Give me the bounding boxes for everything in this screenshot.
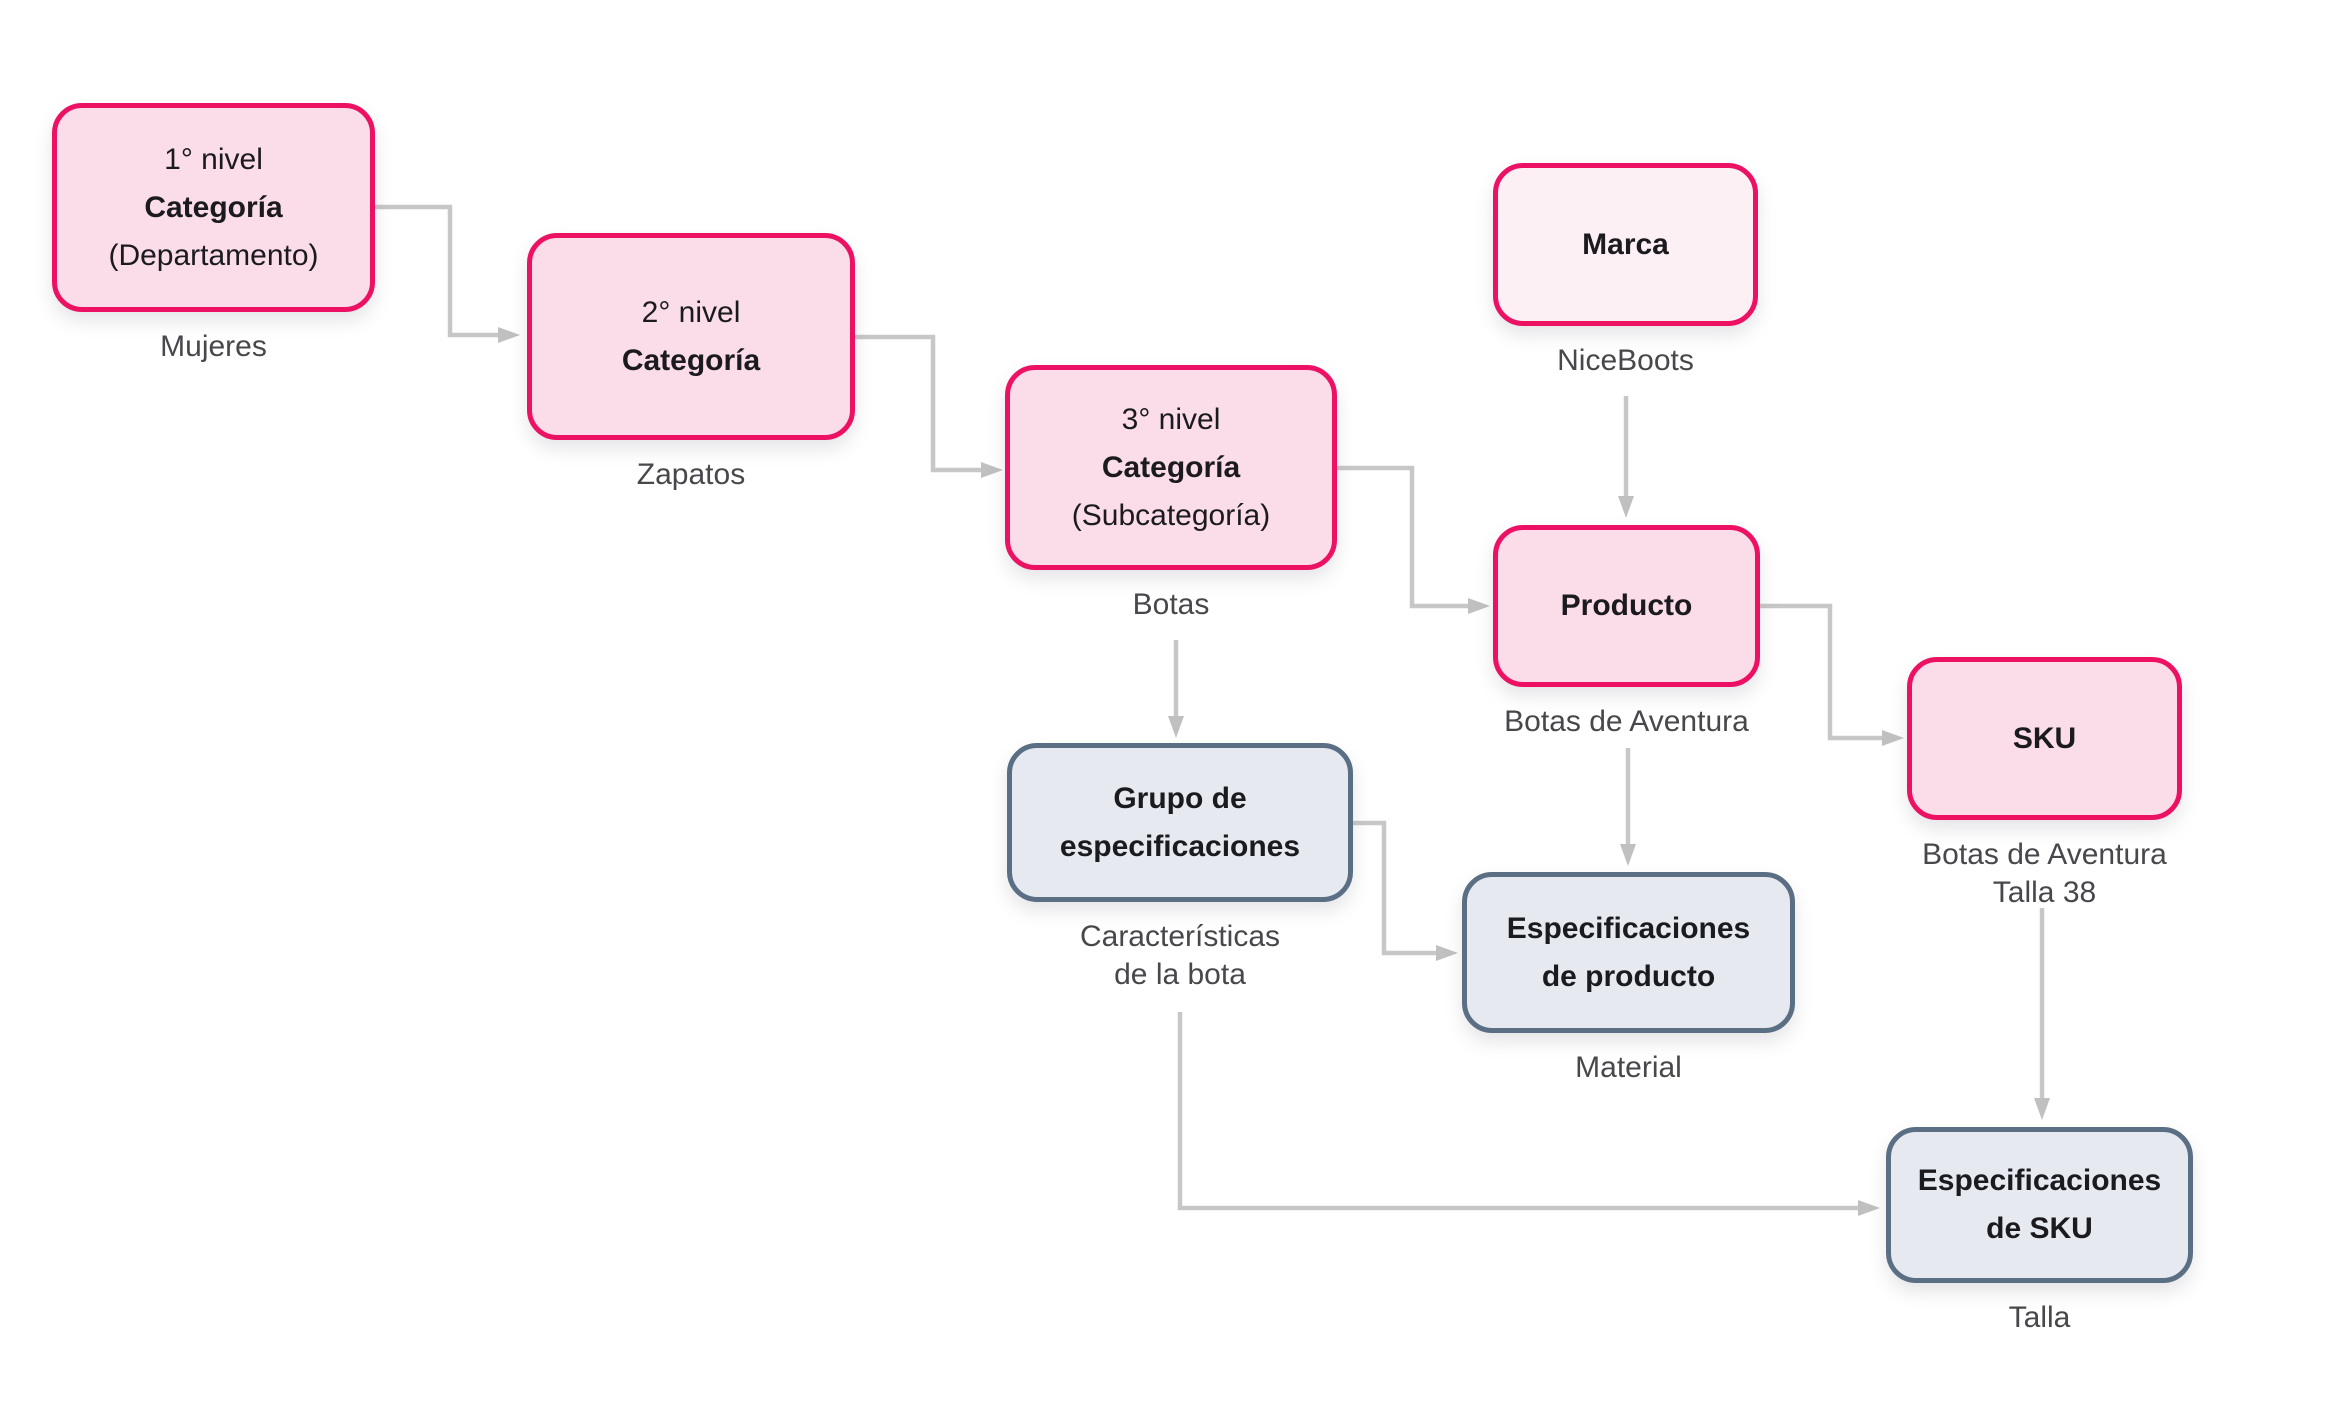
category-level-3-box: 3° nivel Categoría (Subcategoría) bbox=[1005, 365, 1337, 570]
category-level-1-line: 1° nivel bbox=[164, 142, 263, 176]
category-level-2-box: 2° nivel Categoría bbox=[527, 233, 855, 440]
connector-category2-to-category3 bbox=[855, 334, 1003, 478]
product-box: Producto bbox=[1493, 525, 1760, 687]
sku-specs-example: Talla bbox=[2008, 1301, 2071, 1334]
brand-title: Marca bbox=[1582, 227, 1669, 261]
sku-example: Botas de Aventura Talla 38 bbox=[1922, 836, 2167, 912]
product-title: Producto bbox=[1560, 589, 1693, 622]
spec-group-example-line: de la bota bbox=[1114, 958, 1246, 991]
product-specs-line: de producto bbox=[1541, 959, 1716, 993]
category-level-3-line: (Subcategoría) bbox=[1071, 498, 1271, 532]
sku-box: SKU bbox=[1907, 657, 2182, 820]
sku-title: SKU bbox=[2012, 721, 2077, 755]
node-product: Producto Botas de Aventura bbox=[1493, 525, 1760, 741]
spec-group-example: Características de la bota bbox=[1080, 918, 1280, 994]
node-category-level-1: 1° nivel Categoría (Departamento) Mujere… bbox=[52, 103, 375, 366]
sku-example-line: Talla 38 bbox=[1992, 876, 2097, 909]
spec-group-line: Grupo de bbox=[1113, 781, 1247, 815]
product-specs-box: Especificaciones de producto bbox=[1462, 872, 1795, 1033]
brand-box: Marca bbox=[1493, 163, 1758, 326]
node-category-level-2: 2° nivel Categoría Zapatos bbox=[527, 233, 855, 494]
node-spec-group: Grupo de especificaciones Característica… bbox=[1007, 743, 1353, 994]
node-sku: SKU Botas de Aventura Talla 38 bbox=[1907, 657, 2182, 912]
connector-category3-to-product bbox=[1337, 465, 1490, 614]
node-sku-specs: Especificaciones de SKU Talla bbox=[1886, 1127, 2193, 1337]
product-example: Botas de Aventura bbox=[1504, 705, 1749, 738]
category-level-3-line: Categoría bbox=[1101, 450, 1241, 484]
category-level-2-line: Categoría bbox=[621, 343, 761, 377]
category-level-1-example: Mujeres bbox=[160, 330, 267, 363]
product-specs-example: Material bbox=[1575, 1051, 1682, 1084]
product-specs-line: Especificaciones bbox=[1506, 911, 1751, 945]
node-product-specs: Especificaciones de producto Material bbox=[1462, 872, 1795, 1087]
connector-category1-to-category2 bbox=[375, 204, 520, 343]
sku-specs-box: Especificaciones de SKU bbox=[1886, 1127, 2193, 1283]
spec-group-box: Grupo de especificaciones bbox=[1007, 743, 1353, 902]
category-level-2-line: 2° nivel bbox=[641, 295, 741, 329]
node-brand: Marca NiceBoots bbox=[1493, 163, 1758, 380]
category-level-3-line: 3° nivel bbox=[1121, 402, 1221, 436]
connector-product-to-sku bbox=[1760, 603, 1904, 746]
node-category-level-3: 3° nivel Categoría (Subcategoría) Botas bbox=[1005, 365, 1337, 624]
brand-example: NiceBoots bbox=[1557, 344, 1694, 377]
category-level-1-line: (Departamento) bbox=[108, 238, 319, 272]
sku-example-line: Botas de Aventura bbox=[1922, 838, 2167, 871]
connector-spec-group-to-sku-specs bbox=[1177, 1012, 1880, 1216]
spec-group-line: especificaciones bbox=[1059, 829, 1301, 863]
category-level-2-example: Zapatos bbox=[636, 458, 746, 491]
category-level-3-example: Botas bbox=[1132, 588, 1210, 621]
spec-group-example-line: Características bbox=[1079, 920, 1281, 953]
sku-specs-line: de SKU bbox=[1986, 1212, 2093, 1245]
category-level-1-box: 1° nivel Categoría (Departamento) bbox=[52, 103, 375, 312]
connector-spec-group-to-product-specs bbox=[1353, 820, 1458, 961]
category-level-1-line: Categoría bbox=[144, 190, 283, 224]
sku-specs-line: Especificaciones bbox=[1917, 1164, 2162, 1197]
